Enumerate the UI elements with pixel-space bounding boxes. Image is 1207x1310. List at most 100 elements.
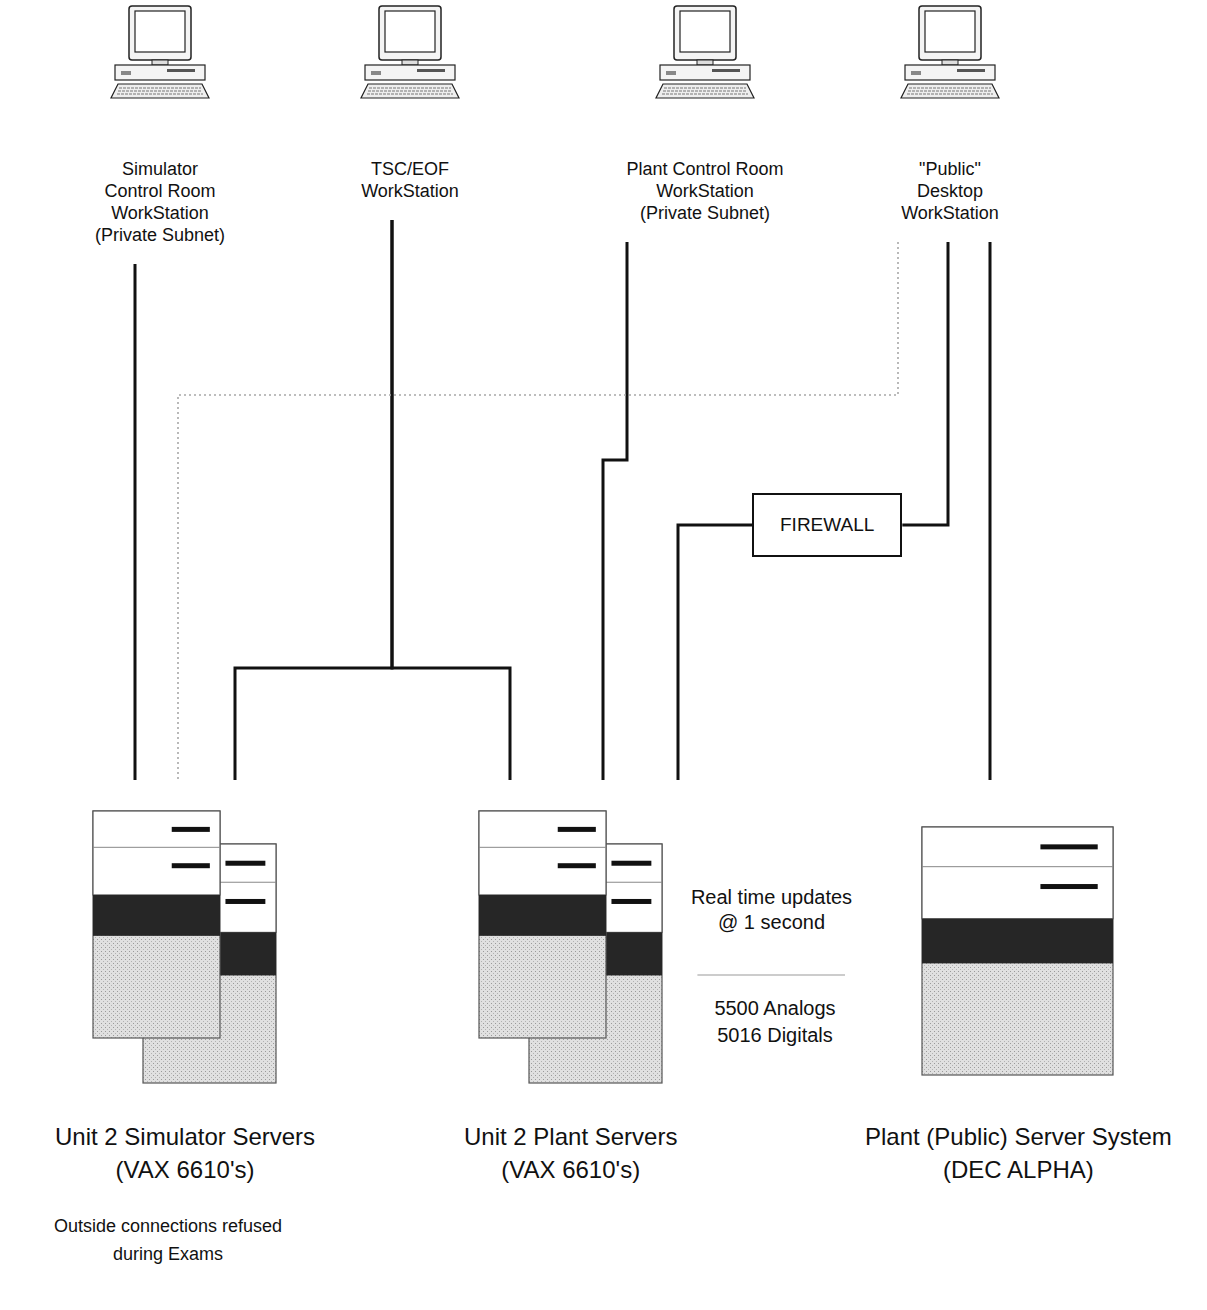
server-case	[922, 827, 1113, 1075]
connector-line	[989, 242, 992, 780]
server-icon	[921, 810, 1115, 1085]
label-stack: "Public" Desktop WorkStation	[890, 158, 1010, 224]
workstation-node: Simulator Control Room WorkStation(Priva…	[85, 5, 235, 264]
workstation-label: TSC/EOF WorkStation	[350, 158, 470, 202]
monitor-screen	[925, 11, 975, 52]
workstation-icon	[895, 5, 1005, 100]
server-node: Unit 2 Simulator Servers(VAX 6610's)	[35, 780, 335, 1186]
server-dark-band	[93, 895, 220, 936]
monitor-neck	[697, 60, 713, 65]
signal-count: 5500 Analogs 5016 Digitals	[705, 995, 845, 1049]
server-label: (VAX 6610's)	[464, 1153, 677, 1186]
keyboard	[361, 84, 459, 98]
connector-label: Real time updates @ 1 second	[679, 885, 864, 935]
connector-line	[678, 525, 752, 780]
keyboard-row	[907, 94, 993, 95]
label-stack: Unit 2 Plant Servers(VAX 6610's)	[464, 1120, 677, 1186]
monitor-neck	[152, 60, 168, 65]
workstation-icon	[355, 5, 465, 100]
connector-line	[392, 220, 510, 780]
keyboard-row	[119, 88, 201, 89]
cpu-case	[905, 65, 995, 80]
server-pair-icon	[478, 810, 664, 1085]
power-button	[666, 71, 676, 75]
workstation-icon	[105, 5, 215, 100]
monitor-case	[129, 6, 191, 60]
label-stack: Simulator Control Room WorkStation(Priva…	[85, 158, 235, 246]
keyboard-row	[664, 88, 746, 89]
server-label: (VAX 6610's)	[55, 1153, 315, 1186]
keyboard-row	[662, 94, 748, 95]
keyboard-row	[909, 88, 991, 89]
drive-slot	[167, 69, 195, 72]
cpu-case	[115, 65, 205, 80]
server-panel-divider	[922, 866, 1113, 867]
server-case	[93, 811, 220, 1038]
power-button	[121, 71, 131, 75]
workstation-label: Plant Control Room WorkStation	[623, 158, 788, 202]
server-top-panel	[93, 811, 220, 895]
server-drive-bar	[172, 863, 210, 868]
monitor-case	[379, 6, 441, 60]
label-stack: Unit 2 Simulator Servers(VAX 6610's)	[55, 1120, 315, 1186]
workstation-label: (Private Subnet)	[85, 224, 235, 246]
server-case	[479, 811, 606, 1038]
cpu-case	[365, 65, 455, 80]
connector-line	[902, 242, 948, 525]
workstation-label: (Private Subnet)	[615, 202, 795, 224]
note-text: Outside connections refused during Exams	[38, 1212, 298, 1268]
monitor-screen	[680, 11, 730, 52]
firewall-label: FIREWALL	[780, 513, 874, 537]
keyboard-row	[118, 91, 202, 92]
server-top-panel	[922, 827, 1113, 919]
server-node: Unit 2 Plant Servers(VAX 6610's)	[444, 780, 697, 1186]
cpu-case	[660, 65, 750, 80]
drive-slot	[417, 69, 445, 72]
workstation-label: "Public" Desktop WorkStation	[894, 158, 1006, 224]
server-panel-divider	[479, 847, 606, 848]
server-dark-band	[479, 895, 606, 936]
power-button	[911, 71, 921, 75]
power-button	[371, 71, 381, 75]
workstation-icon	[650, 5, 760, 100]
connector-line	[697, 974, 845, 975]
monitor-screen	[385, 11, 435, 52]
workstation-node: "Public" Desktop WorkStation	[890, 5, 1010, 242]
workstation-node: TSC/EOF WorkStation	[345, 5, 475, 220]
keyboard	[111, 84, 209, 98]
monitor-case	[674, 6, 736, 60]
keyboard-row	[369, 88, 451, 89]
server-drive-bar	[611, 899, 651, 904]
monitor-neck	[942, 60, 958, 65]
server-top-panel	[479, 811, 606, 895]
server-pair-icon	[92, 810, 278, 1085]
label-stack: Plant (Public) Server System(DEC ALPHA)	[865, 1120, 1172, 1186]
server-drive-bar	[1041, 884, 1098, 889]
server-label: Unit 2 Simulator Servers	[55, 1120, 315, 1153]
server-label: Unit 2 Plant Servers	[464, 1120, 677, 1153]
workstation-label: Simulator Control Room WorkStation	[98, 158, 223, 224]
server-drive-bar	[611, 861, 651, 866]
connector-line	[603, 242, 627, 780]
label-stack: TSC/EOF WorkStation	[345, 158, 475, 202]
keyboard-row	[368, 91, 452, 92]
keyboard-row	[908, 91, 992, 92]
server-drive-bar	[557, 827, 595, 832]
keyboard-row	[117, 94, 203, 95]
label-stack: Plant Control Room WorkStation(Private S…	[615, 158, 795, 224]
workstation-node: Plant Control Room WorkStation(Private S…	[615, 5, 795, 242]
connector-line	[235, 220, 392, 780]
monitor-neck	[402, 60, 418, 65]
server-label: (DEC ALPHA)	[865, 1153, 1172, 1186]
firewall-box: FIREWALL	[752, 493, 902, 557]
monitor-screen	[135, 11, 185, 52]
server-node: Plant (Public) Server System(DEC ALPHA)	[845, 780, 1192, 1186]
connector-line	[134, 264, 137, 780]
drive-slot	[712, 69, 740, 72]
keyboard	[656, 84, 754, 98]
keyboard-row	[663, 91, 747, 92]
server-label: Plant (Public) Server System	[865, 1120, 1172, 1153]
keyboard	[901, 84, 999, 98]
monitor-case	[919, 6, 981, 60]
